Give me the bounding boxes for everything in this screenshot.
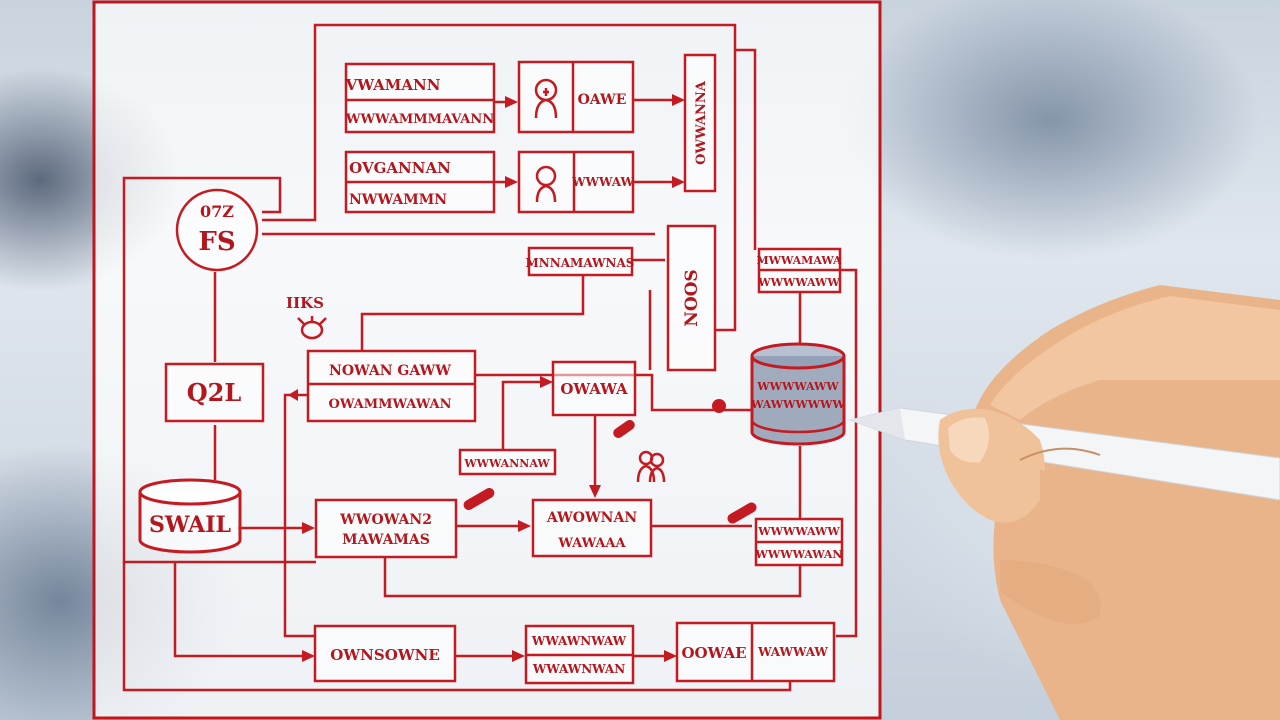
- users-icon: [636, 450, 666, 483]
- database-left[interactable]: SWAIL: [138, 478, 242, 554]
- top-row-1-right-label: OAWE: [578, 92, 627, 108]
- top-row-1-left-line1: VWAMANN: [345, 76, 441, 94]
- left-box[interactable]: Q2L: [164, 362, 265, 423]
- side-label: IIKS: [286, 294, 324, 312]
- top-row-2-left-line1: OVGANNAN: [349, 159, 451, 177]
- left-box-label: Q2L: [187, 378, 242, 407]
- tall-box-mid-label: NOOS: [682, 269, 702, 326]
- bottom-right-box-right: WAWWAW: [757, 645, 828, 659]
- right-box-top-line1: MWWAMAWA: [756, 254, 842, 267]
- pill-icon: [463, 488, 495, 510]
- top-row-2-left-line2: NWWAMMN: [349, 192, 447, 208]
- bottom-mid-box-line1: WWAWNWAW: [531, 634, 627, 648]
- circle-node-line1: 07Z: [200, 202, 234, 221]
- mid-left-box-line2: MAWAMAS: [342, 532, 430, 548]
- hand-with-pen: [848, 285, 1280, 720]
- database-right[interactable]: WWWWAWW WAWWWWWW: [750, 342, 846, 446]
- bottom-left-box[interactable]: OWNSOWNE: [313, 624, 457, 683]
- right-box-top-line2: WWWWAWW: [757, 276, 840, 289]
- person-icon: [534, 78, 558, 119]
- bug-icon: [297, 316, 327, 340]
- tall-box-top[interactable]: OWWANNA: [683, 53, 717, 193]
- database-left-label: SWAIL: [149, 512, 231, 538]
- pill-icon: [613, 419, 635, 439]
- database-right-line1: WWWWAWW: [756, 380, 839, 393]
- database-right-line2: WAWWWWWW: [750, 398, 845, 411]
- mid-left-box-line1: WWOWAN2: [339, 512, 432, 528]
- top-row-2-right-label: WWWAW: [571, 175, 634, 189]
- bottom-mid-box-line2: WWAWNWAN: [532, 662, 625, 676]
- center-box[interactable]: NOWAN GAWW OWAMMWAWAN: [306, 349, 477, 423]
- bottom-left-box-label: OWNSOWNE: [330, 646, 440, 664]
- center-box-line1: NOWAN GAWW: [329, 363, 451, 379]
- circle-node[interactable]: 07Z FS: [175, 188, 259, 272]
- mid-label-box[interactable]: MNNAMAWNAS: [526, 246, 635, 277]
- person-icon: [535, 165, 557, 203]
- bottom-right-box-left: OOWAE: [681, 644, 746, 662]
- top-row-1-left-box[interactable]: VWAMANN WWWAMMMAVANN: [345, 62, 496, 134]
- right-small-box[interactable]: WWWWAWW WWWWAWAN: [755, 517, 844, 567]
- bottom-mid-box[interactable]: WWAWNWAW WWAWNWAN: [524, 624, 635, 685]
- top-row-2-right-box[interactable]: WWWAW: [517, 150, 634, 214]
- bottom-right-box[interactable]: OOWAE WAWWAW: [675, 621, 836, 683]
- top-row-2-left-box[interactable]: OVGANNAN NWWAMMN: [344, 150, 496, 214]
- small-box-label: OWAWA: [560, 380, 628, 398]
- mid-small-label-box[interactable]: WWWANNAW: [458, 448, 557, 476]
- tall-box-top-label: OWWANNA: [694, 80, 709, 165]
- mid-left-box[interactable]: WWOWAN2 MAWAMAS: [314, 498, 458, 559]
- small-box[interactable]: OWAWA: [551, 360, 637, 417]
- mid-label: MNNAMAWNAS: [526, 256, 635, 270]
- center-box-line2: OWAMMWAWAN: [329, 397, 452, 412]
- top-row-1-right-box[interactable]: OAWE: [517, 60, 635, 134]
- right-box-top[interactable]: MWWAMAWA WWWWAWW: [756, 247, 842, 294]
- mid-right-box-line2: WAWAAA: [557, 536, 626, 551]
- right-small-box-line2: WWWWAWAN: [755, 548, 843, 561]
- connector-lines: [122, 23, 858, 692]
- mid-right-box[interactable]: AWOWNAN WAWAAA: [531, 498, 653, 558]
- mid-right-box-line1: AWOWNAN: [546, 510, 637, 526]
- pill-icon: [727, 502, 757, 524]
- top-row-1-left-line2: WWWAMMMAVANN: [345, 112, 494, 127]
- mid-small-label: WWWANNAW: [463, 457, 550, 470]
- right-small-box-line1: WWWWAWW: [757, 525, 840, 538]
- arrowheads: [288, 94, 726, 662]
- tall-box-mid[interactable]: NOOS: [666, 224, 717, 372]
- circle-node-line2: FS: [198, 227, 235, 257]
